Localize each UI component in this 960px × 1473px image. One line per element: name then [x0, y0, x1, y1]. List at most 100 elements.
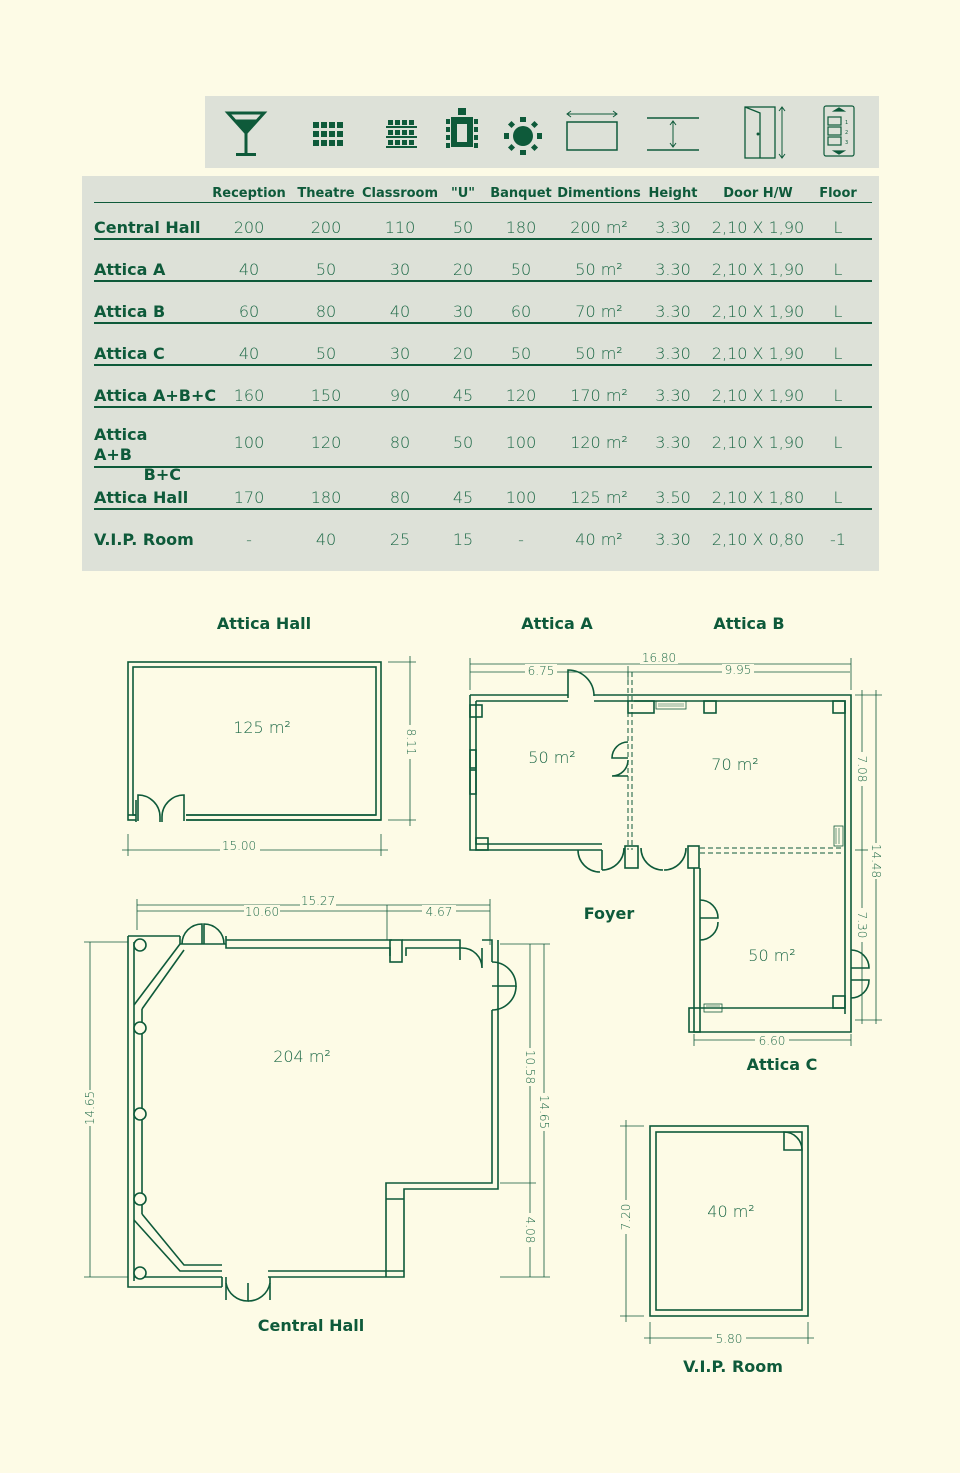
vip-room-area: 40 m²: [707, 1202, 754, 1221]
u-shape-seating-icon: [446, 108, 478, 148]
header-divider: [94, 202, 872, 203]
attica-hall-width: 15.00: [222, 839, 256, 853]
header-reception: Reception: [212, 186, 286, 201]
cell: 20: [452, 344, 474, 363]
svg-text:2: 2: [845, 130, 848, 136]
cell: 50 m²: [575, 260, 623, 279]
header-theatre: Theatre: [297, 186, 355, 201]
attica-b-title: Attica B: [713, 614, 784, 633]
cell: 120 m²: [570, 433, 628, 452]
row-divider: [94, 364, 872, 366]
central-hall-width-1: 10.60: [245, 905, 279, 919]
attica-c-width: 6.60: [759, 1034, 786, 1048]
cell: 30: [389, 344, 411, 363]
cell: 200: [310, 218, 342, 237]
header-height: Height: [648, 186, 698, 201]
attica-c-depth: 7.30: [855, 912, 869, 939]
cell: 40: [238, 344, 260, 363]
cell: 3.30: [655, 344, 691, 363]
cell: 2,10 X 1,90: [711, 302, 805, 321]
header-u: "U": [450, 186, 476, 201]
row-divider: [94, 238, 872, 240]
row-divider: [94, 466, 872, 468]
vip-room-title: V.I.P. Room: [683, 1357, 783, 1376]
cell: 2,10 X 0,80: [711, 530, 805, 549]
cell: 3.50: [655, 488, 691, 507]
attica-b-depth: 7.08: [855, 756, 869, 783]
cell: 170 m²: [570, 386, 628, 405]
foyer-label: Foyer: [584, 904, 635, 923]
cell: L: [833, 260, 843, 279]
attica-a-area: 50 m²: [528, 748, 575, 767]
attica-ab-total-width: 16.80: [642, 651, 676, 665]
header-floor: Floor: [819, 186, 857, 201]
capacity-table: [82, 176, 879, 571]
cell: 180: [505, 218, 537, 237]
central-hall-depth-2: 4.08: [523, 1217, 537, 1244]
dimensions-icon: [566, 110, 618, 151]
cell: 200: [233, 218, 265, 237]
cell: L: [833, 386, 843, 405]
row-name: Attica A+B+C: [94, 386, 217, 405]
row-name-line: B+C: [143, 465, 181, 484]
cell: 30: [389, 260, 411, 279]
cell: 180: [310, 488, 342, 507]
cocktail-glass-icon: [224, 111, 268, 156]
cell: 150: [310, 386, 342, 405]
row-name: Attica A: [94, 260, 166, 279]
cell: 50: [452, 218, 474, 237]
cell: 50: [510, 344, 532, 363]
floor-elevator-icon: 1 2 3: [823, 105, 855, 157]
row-name: Attica C: [94, 344, 165, 363]
attica-a-width: 6.75: [528, 664, 555, 678]
cell: 2,10 X 1,90: [711, 344, 805, 363]
cell: L: [833, 302, 843, 321]
cell: 45: [452, 386, 474, 405]
cell: 50 m²: [575, 344, 623, 363]
cell: 110: [384, 218, 416, 237]
cell: 125 m²: [570, 488, 628, 507]
central-hall-depth-left: 14.65: [83, 1091, 97, 1125]
attica-c-title: Attica C: [747, 1055, 818, 1074]
row-divider: [94, 406, 872, 408]
cell: -: [518, 530, 524, 549]
cell: 25: [389, 530, 411, 549]
cell: 100: [505, 488, 537, 507]
cell: 120: [505, 386, 537, 405]
row-name: V.I.P. Room: [94, 530, 194, 549]
cell: L: [833, 344, 843, 363]
cell: 200 m²: [570, 218, 628, 237]
row-name: Attica A+B B+C: [94, 425, 181, 485]
attica-hall-area: 125 m²: [233, 718, 291, 737]
attica-hall-plan: Attica Hall 125 m² 15.00 8.11: [122, 614, 418, 856]
cell: 80: [389, 488, 411, 507]
cell: 30: [452, 302, 474, 321]
cell: L: [833, 433, 843, 452]
height-icon: [647, 117, 699, 151]
cell: 40: [238, 260, 260, 279]
cell: 100: [505, 433, 537, 452]
row-name: Attica Hall: [94, 488, 189, 507]
svg-text:1: 1: [845, 120, 848, 126]
cell: 90: [389, 386, 411, 405]
header-dimentions: Dimentions: [557, 186, 641, 201]
cell: 40: [315, 530, 337, 549]
central-hall-title: Central Hall: [258, 1316, 365, 1335]
cell: 100: [233, 433, 265, 452]
cell: 70 m²: [575, 302, 623, 321]
cell: 2,10 X 1,90: [711, 433, 805, 452]
cell: 50: [510, 260, 532, 279]
cell: 2,10 X 1,80: [711, 488, 805, 507]
central-hall-area: 204 m²: [273, 1047, 331, 1066]
svg-text:3: 3: [845, 140, 848, 146]
vip-room-width: 5.80: [716, 1332, 743, 1346]
cell: 2,10 X 1,90: [711, 260, 805, 279]
cell: 3.30: [655, 260, 691, 279]
attica-b-area: 70 m²: [711, 755, 758, 774]
attica-b-width: 9.95: [725, 663, 752, 677]
cell: 15: [452, 530, 474, 549]
classroom-seating-icon: [386, 120, 417, 148]
row-divider: [94, 322, 872, 324]
cell: 170: [233, 488, 265, 507]
